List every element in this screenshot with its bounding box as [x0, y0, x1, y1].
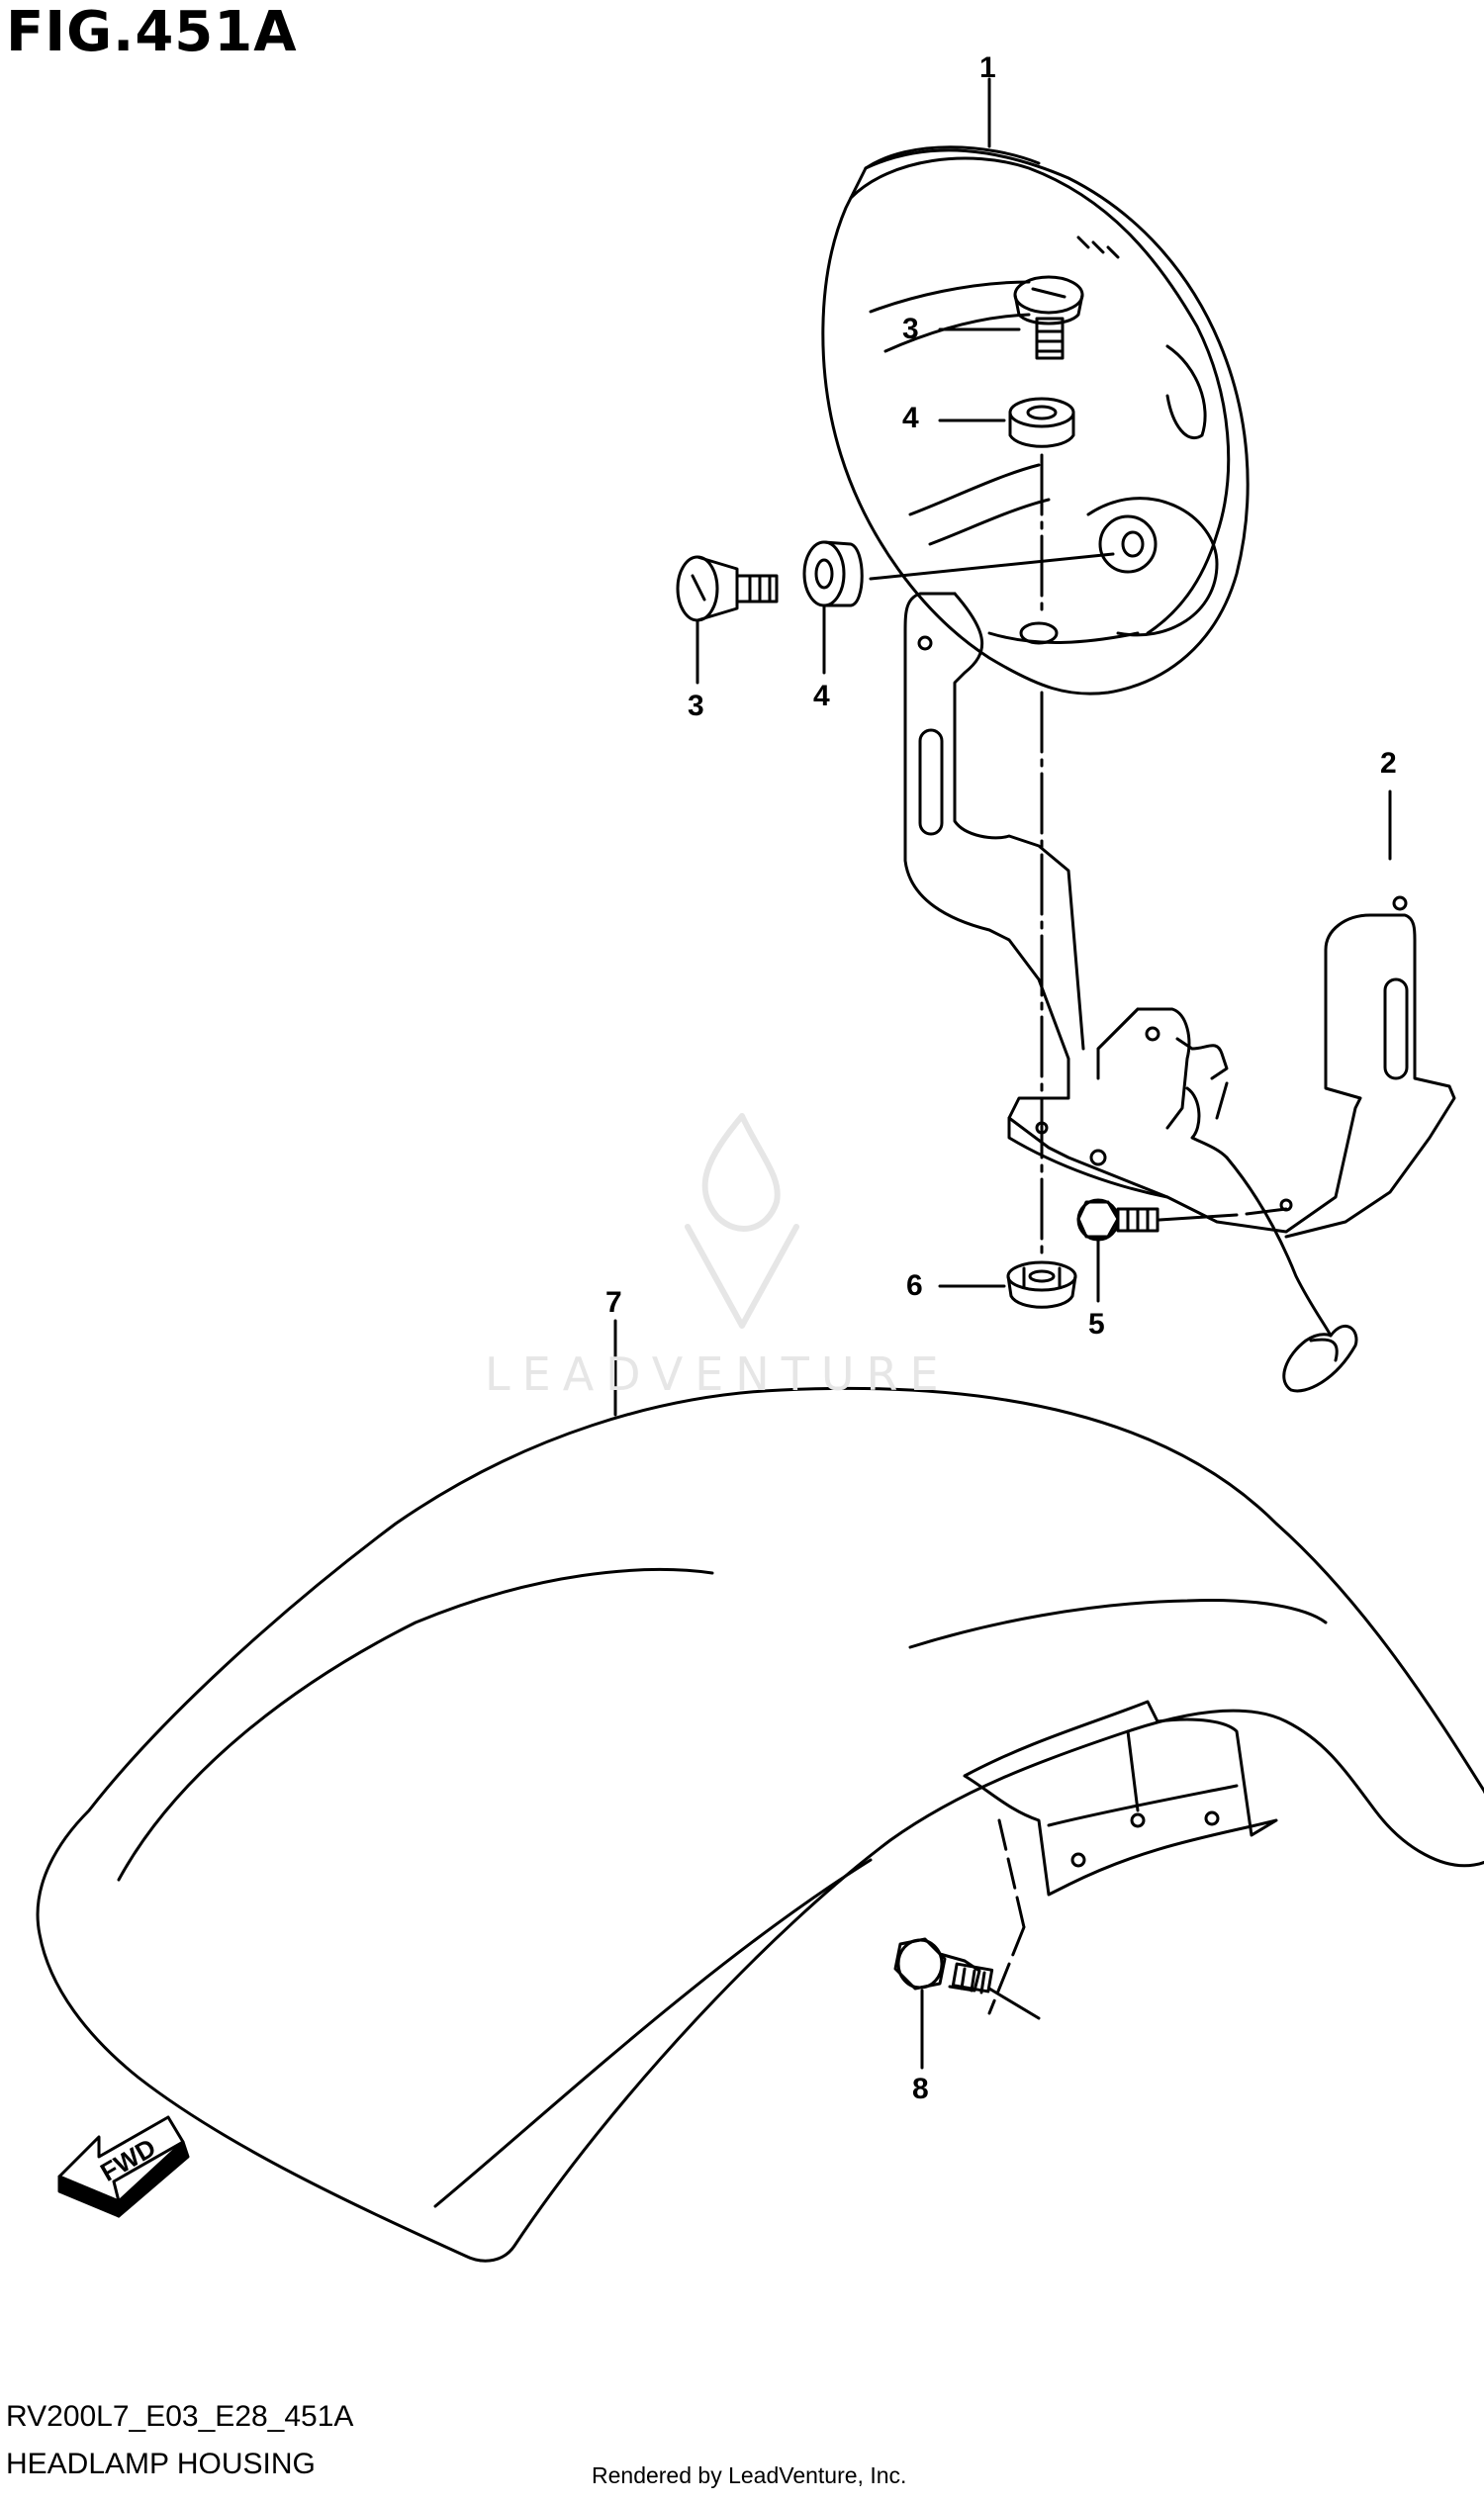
callout-7: 7 — [605, 1286, 622, 1319]
headlamp-housing — [821, 145, 1250, 696]
screw-3-top — [1013, 275, 1084, 360]
callout-2: 2 — [1380, 747, 1397, 780]
headlamp-bracket — [903, 592, 1456, 1393]
callout-5: 5 — [1088, 1308, 1105, 1341]
model-code: RV200L7_E03_E28_451A — [6, 2400, 354, 2433]
figure-title: FIG.451A — [6, 0, 298, 64]
rendered-by-credit: Rendered by LeadVenture, Inc. — [592, 2462, 907, 2488]
watermark-text: LEADVENTURE — [485, 1347, 951, 1401]
callout-3-top: 3 — [902, 313, 919, 345]
callout-4-side: 4 — [813, 680, 830, 712]
watermark-logo — [685, 1113, 799, 1329]
assembly-line-5 — [1158, 1207, 1288, 1222]
grommet-4-top — [1008, 397, 1075, 448]
callout-1: 1 — [979, 51, 996, 84]
section-name: HEADLAMP HOUSING — [6, 2448, 316, 2480]
assembly-line-side — [869, 552, 1115, 581]
assembly-line-8 — [997, 1818, 1026, 1929]
callout-4-top: 4 — [902, 402, 919, 434]
callout-6: 6 — [906, 1269, 923, 1302]
grommet-4-side — [802, 540, 864, 607]
callout-8: 8 — [912, 2073, 929, 2105]
nut-6 — [1006, 1260, 1077, 1309]
callout-3-side: 3 — [688, 690, 704, 722]
screw-3-side — [676, 555, 779, 622]
bolt-8 — [893, 1937, 994, 1994]
front-fender — [36, 1386, 1484, 2263]
bolt-5 — [1076, 1198, 1159, 1242]
fwd-arrow-icon — [57, 2115, 190, 2218]
